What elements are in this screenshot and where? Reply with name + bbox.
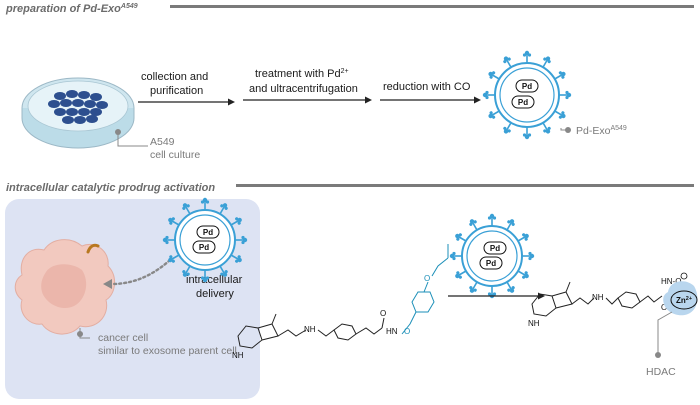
indole-nh: NH xyxy=(232,351,244,360)
hydroxamate-hn-o-2: HN-O xyxy=(661,277,681,286)
section1-rule xyxy=(170,5,694,8)
delivery-label-2: delivery xyxy=(196,288,234,300)
pd-label-2: Pd xyxy=(518,98,528,107)
step3: reduction with CO xyxy=(380,81,481,104)
carbonyl-o-2: O xyxy=(661,303,667,312)
section1-header: preparation of Pd-ExoA549 xyxy=(5,3,694,15)
pd-exo-label: Pd-ExoA549 xyxy=(576,125,627,137)
cancer-cell-label: cancer cell xyxy=(98,332,148,344)
pd-label-3: Pd xyxy=(203,228,213,237)
pd-label-4: Pd xyxy=(199,243,209,252)
exosome-pd-panel: Pd Pd xyxy=(162,197,248,284)
pd-label-5: Pd xyxy=(490,244,500,253)
exosome-pd-top: Pd Pd xyxy=(481,49,573,140)
step1-arrowhead xyxy=(228,98,235,106)
pd-label-6: Pd xyxy=(486,259,496,268)
step2: treatment with Pd2+ and ultracentrifugat… xyxy=(243,68,372,104)
ether-o: O xyxy=(404,327,410,336)
cancer-cell xyxy=(14,239,115,339)
a549-label: A549 xyxy=(150,136,175,148)
step1-line1: collection and xyxy=(141,71,208,83)
hdac-label: HDAC xyxy=(646,366,676,378)
cell-culture-label: cell culture xyxy=(150,149,200,161)
petri-dish xyxy=(21,77,148,149)
step1-line2: purification xyxy=(150,85,203,97)
step2-arrowhead xyxy=(365,96,372,104)
exosome-pd-reaction: Pd Pd xyxy=(448,213,536,300)
section2-header: intracellular catalytic prodrug activati… xyxy=(6,182,694,194)
step2-line2: and ultracentrifugation xyxy=(249,83,358,95)
amine-nh-2: NH xyxy=(592,293,604,302)
delivery-arrow xyxy=(103,258,172,289)
zn-label: Zn2+ xyxy=(676,296,692,305)
receptor-icon xyxy=(86,243,100,254)
amine-nh: NH xyxy=(304,325,316,334)
step2-line1: treatment with Pd2+ xyxy=(255,68,349,80)
hdac-leader xyxy=(657,311,673,355)
zn-ion xyxy=(670,290,698,310)
pd-label-1: Pd xyxy=(522,82,532,91)
section2-rule xyxy=(236,184,694,187)
step3-arrowhead xyxy=(474,96,481,104)
parent-cell-label: similar to exosome parent cell xyxy=(98,345,237,357)
cell-colony xyxy=(48,90,108,124)
section1-title: preparation of Pd-ExoA549 xyxy=(5,3,138,15)
reaction-arrow xyxy=(448,292,545,300)
active-drug-structure: NH NH HN-O O xyxy=(528,272,688,328)
prodrug-structure: NH NH O HN O O xyxy=(232,244,449,360)
hydroxamate-hn-o: HN xyxy=(386,327,398,336)
anion-charge xyxy=(680,272,688,280)
section2-title: intracellular catalytic prodrug activati… xyxy=(6,182,215,194)
hdac-enzyme: Zn2+ xyxy=(655,281,698,358)
indole-nh-2: NH xyxy=(528,319,540,328)
step3-line1: reduction with CO xyxy=(383,81,471,93)
delivery-label-1: intracellular xyxy=(186,274,243,286)
propargyl-o: O xyxy=(424,274,430,283)
step1: collection and purification xyxy=(138,71,235,106)
a549-leader xyxy=(117,132,148,147)
carbonyl-o-1: O xyxy=(380,309,386,318)
